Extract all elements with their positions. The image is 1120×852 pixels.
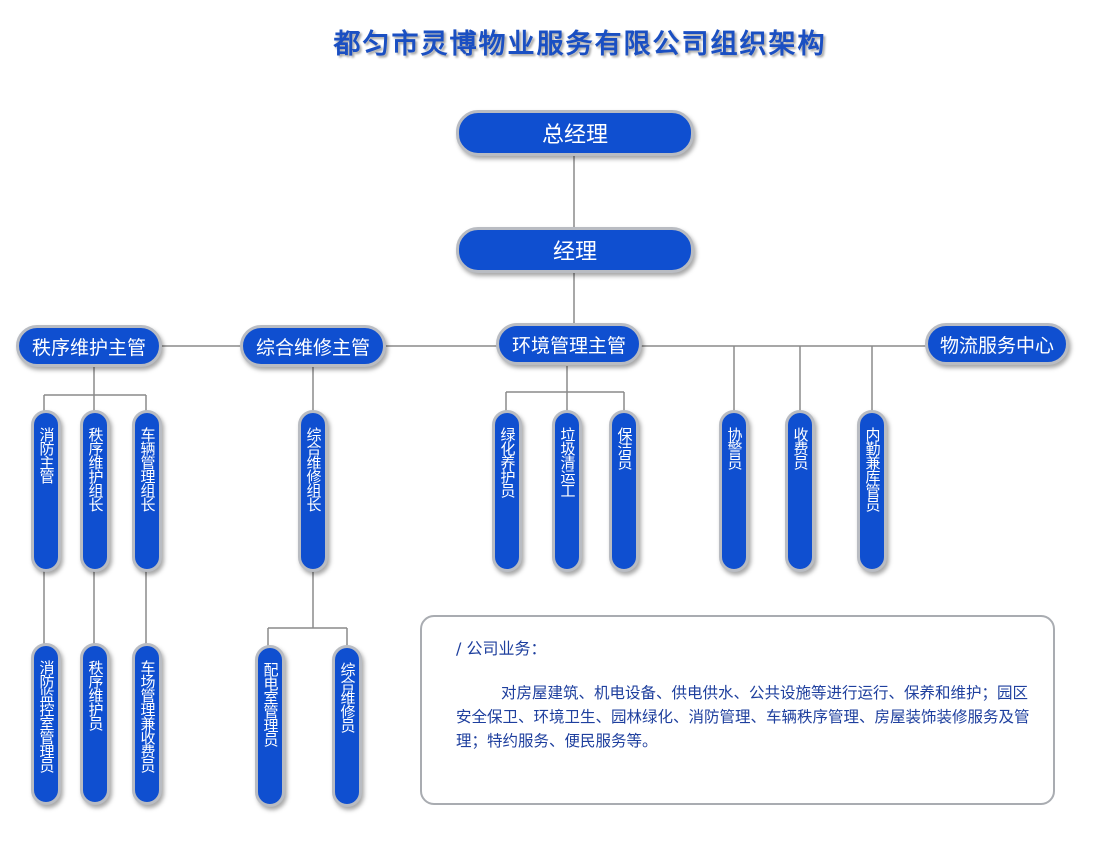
- vehicle-leader-label: 车辆管理组长: [138, 427, 157, 511]
- vehicle-leader-node: 车辆管理组长: [132, 410, 162, 572]
- repair-supervisor-box: 综合维修主管: [240, 325, 386, 367]
- warehouse-node: 内勤兼库管员: [857, 410, 887, 572]
- order-guard-label: 秩序维护员: [86, 660, 105, 730]
- order-guard-node: 秩序维护员: [80, 643, 110, 805]
- environment-supervisor-box: 环境管理主管: [496, 323, 642, 365]
- green-staff-label: 绿化养护员: [498, 427, 517, 497]
- power-room-label: 配电室管理员: [261, 662, 280, 746]
- fire-supervisor-label: 消防主管: [37, 427, 56, 483]
- fire-monitor-node: 消防监控室管理员: [31, 643, 61, 805]
- business-heading: / 公司业务：: [456, 639, 547, 658]
- order-leader-label: 秩序维护组长: [86, 427, 105, 511]
- cleaner-label: 保洁员: [615, 427, 634, 469]
- order-leader-node: 秩序维护组长: [80, 410, 110, 572]
- cleaner-node: 保洁员: [609, 410, 639, 572]
- cashier-node: 收费员: [785, 410, 815, 572]
- green-staff-node: 绿化养护员: [492, 410, 522, 572]
- repair-leader-label: 综合维修组长: [304, 427, 323, 511]
- repairman-node: 综合维修员: [332, 645, 362, 807]
- order-supervisor-box: 秩序维护主管: [16, 325, 162, 367]
- manager-box: 经理: [456, 227, 694, 273]
- fire-monitor-label: 消防监控室管理员: [37, 660, 56, 772]
- parking-staff-node: 车场管理兼收费员: [132, 643, 162, 805]
- garbage-staff-label: 垃圾清运工: [558, 427, 577, 497]
- garbage-staff-node: 垃圾清运工: [552, 410, 582, 572]
- parking-staff-label: 车场管理兼收费员: [138, 660, 157, 772]
- company-business-box: / 公司业务： 对房屋建筑、机电设备、供电供水、公共设施等进行运行、保养和维护；…: [420, 615, 1055, 805]
- page-title: 都匀市灵博物业服务有限公司组织架构: [333, 29, 827, 60]
- logistics-center-label: 物流服务中心: [939, 334, 1054, 357]
- logistics-center-box: 物流服务中心: [925, 323, 1069, 365]
- police-assistant-node: 协警员: [719, 410, 749, 572]
- repair-leader-node: 综合维修组长: [298, 410, 328, 572]
- fire-supervisor-node: 消防主管: [31, 410, 61, 572]
- cashier-label: 收费员: [791, 427, 810, 469]
- general-manager-box: 总经理: [456, 110, 694, 156]
- warehouse-label: 内勤兼库管员: [863, 427, 882, 511]
- repairman-label: 综合维修员: [338, 662, 357, 732]
- business-text: 对房屋建筑、机电设备、供电供水、公共设施等进行运行、保养和维护；园区安全保卫、环…: [456, 684, 1030, 750]
- police-assistant-label: 协警员: [725, 427, 744, 469]
- power-room-node: 配电室管理员: [255, 645, 285, 807]
